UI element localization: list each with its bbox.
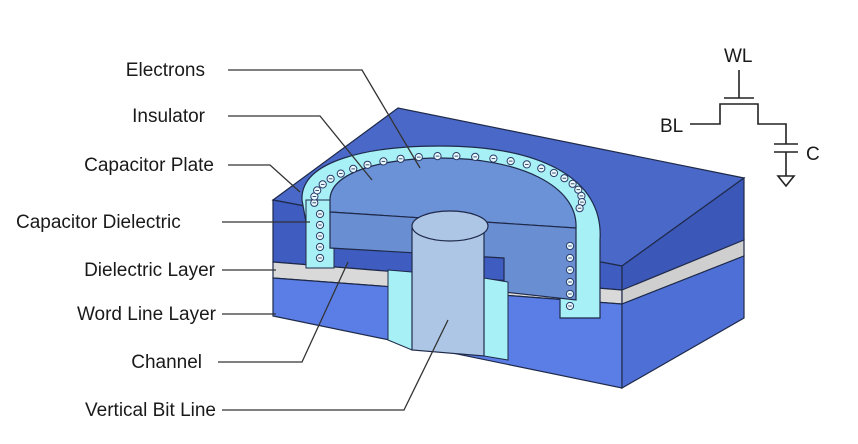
label-channel: Channel <box>131 352 202 373</box>
label-insulator: Insulator <box>132 106 206 127</box>
leader-vertical-bit-line <box>222 319 449 411</box>
capacitor-dielectric-stem-left <box>387 269 413 351</box>
circuit-bl-label: BL <box>660 116 683 137</box>
leader-channel <box>218 261 349 363</box>
circuit-c-label: C <box>806 144 820 165</box>
leader-lines <box>218 69 449 411</box>
ground-icon <box>776 175 796 188</box>
label-capacitor-dielectric: Capacitor Dielectric <box>16 212 181 233</box>
label-vertical-bit-line: Vertical Bit Line <box>85 400 216 421</box>
label-word-line-layer: Word Line Layer <box>77 304 217 325</box>
vertical-bit-line-column <box>411 227 485 357</box>
label-electrons: Electrons <box>126 60 205 81</box>
leader-insulator <box>228 115 373 181</box>
label-dielectric-layer: Dielectric Layer <box>84 260 216 281</box>
electrons-group <box>310 152 587 311</box>
leader-capacitor-plate <box>228 164 301 193</box>
capacitor-cutaway <box>301 145 601 361</box>
transistor-wire <box>690 103 787 144</box>
vertical-bit-line-top <box>411 210 489 242</box>
label-capacitor-plate: Capacitor Plate <box>84 155 214 176</box>
word-line-side <box>621 255 745 390</box>
capacitor-dielectric-stem-right <box>483 277 509 361</box>
leader-electrons <box>228 69 421 169</box>
labels: Electrons Insulator Capacitor Plate Capa… <box>16 60 217 421</box>
circuit-schematic: WL BL C <box>660 46 820 188</box>
circuit-wl-label: WL <box>724 46 753 67</box>
